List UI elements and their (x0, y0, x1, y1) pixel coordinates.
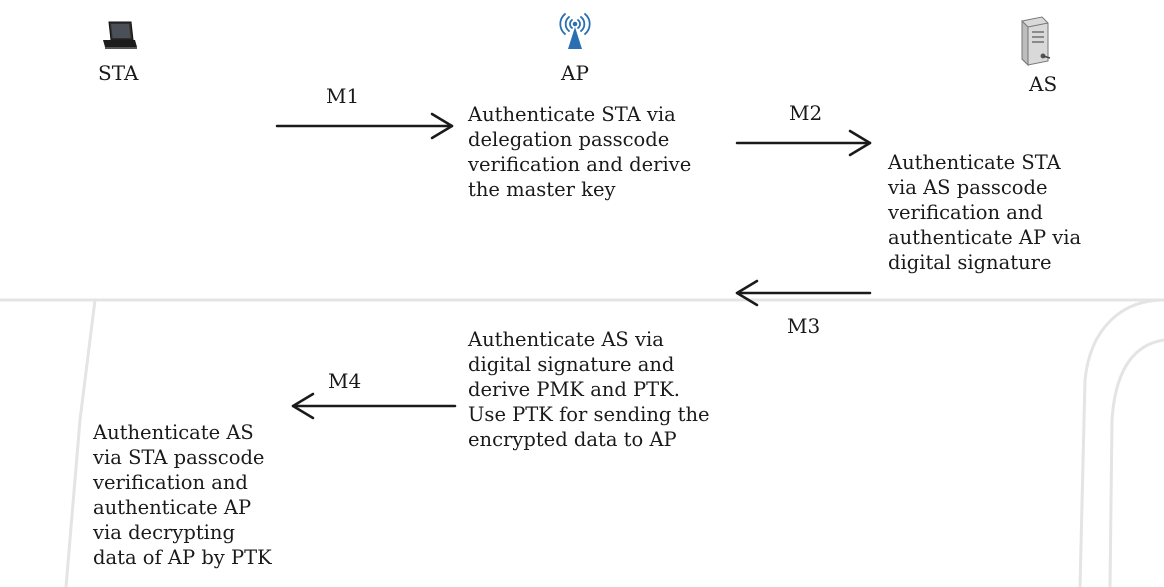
step-line: derive PMK and PTK. (468, 378, 680, 401)
m1-arrow (275, 112, 454, 140)
step-line: Authenticate STA (888, 151, 1061, 174)
m4-arrow (291, 392, 457, 420)
step-line: digital signature and (468, 353, 675, 376)
laptop-icon (99, 20, 139, 52)
step-line: verification and derive (468, 153, 692, 176)
server-icon (1014, 15, 1054, 67)
step-line: Authenticate AS (93, 421, 254, 444)
step-line: data of AP by PTK (93, 546, 272, 569)
step-line: via AS passcode (888, 176, 1048, 199)
m3-arrow (735, 279, 872, 307)
m1-label: M1 (326, 84, 360, 108)
as-label: AS (1029, 72, 1058, 96)
sta-label: STA (98, 61, 139, 85)
step-line: Use PTK for sending the (468, 403, 710, 426)
ap-second-step-text: Authenticate AS via digital signature an… (468, 327, 710, 452)
step-line: digital signature (888, 251, 1052, 274)
step-line: authenticate AP (93, 496, 252, 519)
step-line: via decrypting (93, 521, 235, 544)
m2-label: M2 (789, 101, 823, 125)
ap-label: AP (561, 61, 589, 85)
step-line: verification and (888, 201, 1043, 224)
m2-arrow (735, 129, 872, 157)
step-line: delegation passcode (468, 128, 670, 151)
as-verify-step-text: Authenticate STA via AS passcode verific… (888, 150, 1081, 275)
step-line: the master key (468, 178, 616, 201)
step-line: via STA passcode (93, 446, 265, 469)
m3-label: M3 (787, 314, 821, 338)
ap-first-step-text: Authenticate STA via delegation passcode… (468, 102, 691, 202)
step-line: verification and (93, 471, 248, 494)
step-line: Authenticate STA via (468, 103, 676, 126)
step-line: Authenticate AS via (468, 328, 664, 351)
step-line: authenticate AP via (888, 226, 1082, 249)
m4-label: M4 (328, 369, 362, 393)
step-line: encrypted data to AP (468, 428, 677, 451)
sta-final-step-text: Authenticate AS via STA passcode verific… (93, 420, 272, 570)
wireless-antenna-icon (555, 11, 595, 51)
